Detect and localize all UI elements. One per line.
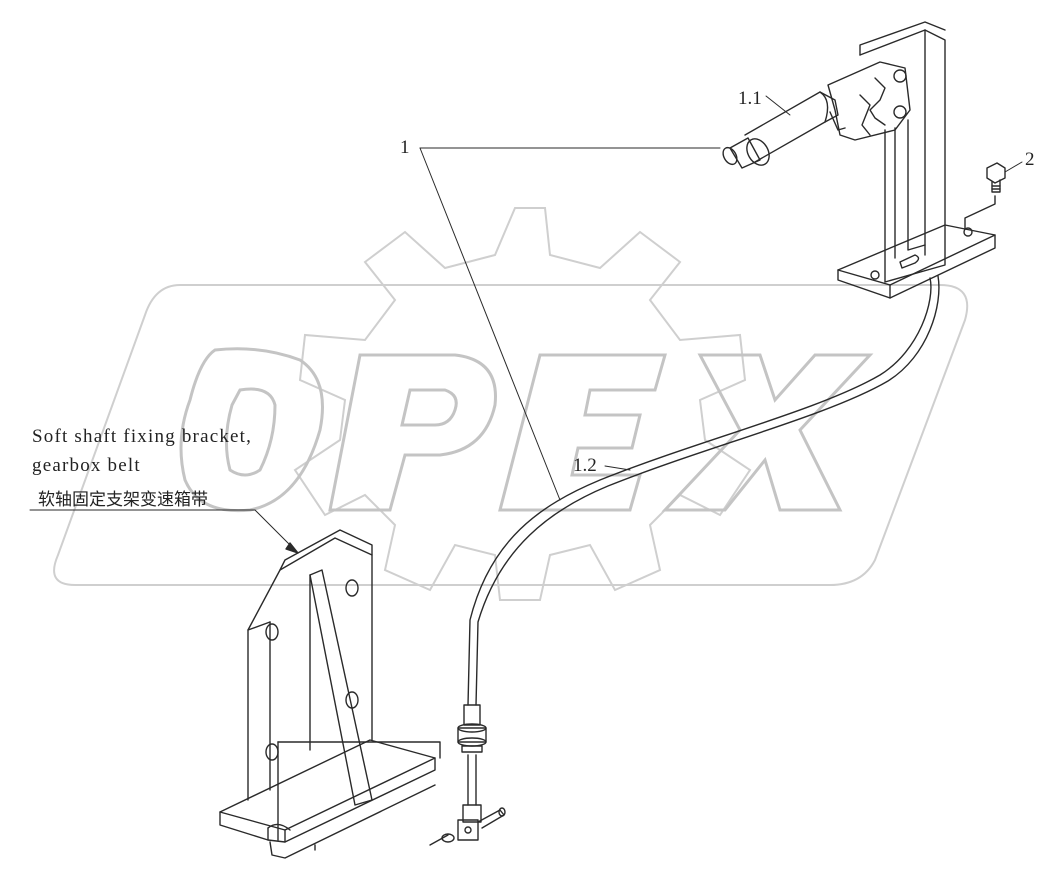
leader-lines [29, 95, 1023, 551]
handbrake-lever-assembly [722, 21, 996, 299]
note-line-3: 软轴固定支架变速箱带 [38, 490, 208, 510]
note-line-2: gearbox belt [32, 455, 141, 476]
callout-2: 2 [1025, 149, 1035, 170]
watermark-plate [53, 284, 969, 586]
callout-1: 1 [400, 137, 410, 158]
callout-1-2: 1.2 [573, 455, 597, 476]
callout-1-1: 1.1 [738, 88, 762, 109]
watermark-gear [293, 207, 752, 601]
soft-shaft-fixing-bracket [219, 529, 441, 859]
bolt-part-2 [964, 162, 1006, 229]
cable-end-fitting [429, 704, 506, 846]
flexible-cable [467, 275, 940, 706]
note-arrowhead [285, 542, 299, 554]
watermark-letters [179, 347, 874, 513]
note-line-1: Soft shaft fixing bracket, [32, 426, 253, 447]
